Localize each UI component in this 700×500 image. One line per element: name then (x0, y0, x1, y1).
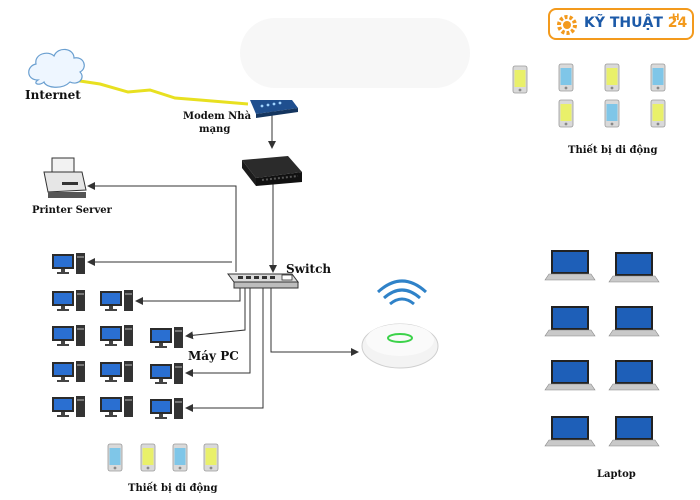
desktop-pc-icon (52, 361, 85, 382)
brand-logo: KỸ THUẬT 24 H (548, 8, 694, 40)
smartphone-icon (604, 99, 620, 128)
printer-icon (43, 157, 87, 198)
smartphone-icon (512, 65, 528, 94)
blurred-watermark (240, 18, 470, 88)
pc-label: Máy PC (188, 349, 239, 363)
modem-label-line2: mạng (199, 124, 231, 135)
wifi-icon (376, 279, 428, 306)
switch-printer-link (87, 182, 237, 272)
desktop-pc-icon (100, 361, 133, 382)
switch-icon (227, 273, 299, 289)
smartphone-icon (107, 443, 123, 472)
laptop-icon (608, 416, 660, 447)
smartphone-icon (203, 443, 219, 472)
switch-pc-row5-link (185, 288, 264, 412)
desktop-pc-icon (52, 253, 85, 274)
desktop-pc-icon (52, 396, 85, 417)
smartphone-icon (558, 63, 574, 92)
laptop-icon (544, 250, 596, 281)
switch-label: Switch (286, 262, 332, 276)
modem-icon (250, 100, 298, 118)
phone-group (107, 63, 666, 472)
smartphone-icon (604, 63, 620, 92)
laptop-icon (544, 416, 596, 447)
gear-logo-icon (557, 15, 577, 35)
cloud-icon (28, 48, 85, 88)
wifi-access-point-icon (361, 323, 439, 369)
laptop-icon (608, 306, 660, 337)
router-icon (242, 156, 302, 186)
desktop-pc-icon (100, 290, 133, 311)
smartphone-icon (558, 99, 574, 128)
internet-label: Internet (25, 88, 81, 102)
logo-suffix: H (672, 13, 680, 23)
laptop-group (544, 250, 660, 447)
smartphone-icon (650, 99, 666, 128)
internet-link (59, 76, 249, 106)
laptop-label: Laptop (597, 469, 636, 480)
desktop-pc-icon (150, 398, 183, 419)
switch-pc-row2-link (135, 288, 241, 305)
desktop-pc-icon (150, 327, 183, 348)
mobile-bottom-label: Thiết bị di động (128, 483, 218, 494)
desktop-pc-icon (52, 290, 85, 311)
mobile-top-label: Thiết bị di động (568, 145, 658, 156)
logo-text: KỸ THUẬT 24 (584, 15, 688, 31)
smartphone-icon (650, 63, 666, 92)
modem-label-line1: Modem Nhà (183, 111, 252, 122)
switch-pc-row4-link (185, 288, 251, 377)
desktop-pc-icon (100, 325, 133, 346)
switch-ap-link (270, 288, 359, 356)
smartphone-icon (172, 443, 188, 472)
pc-group (52, 253, 183, 419)
smartphone-icon (140, 443, 156, 472)
laptop-icon (608, 360, 660, 391)
desktop-pc-icon (150, 363, 183, 384)
switch-pc-row3-link (185, 288, 246, 340)
laptop-icon (544, 306, 596, 337)
printer-label: Printer Server (32, 205, 112, 216)
desktop-pc-icon (100, 396, 133, 417)
laptop-icon (608, 252, 660, 283)
laptop-icon (544, 360, 596, 391)
desktop-pc-icon (52, 325, 85, 346)
